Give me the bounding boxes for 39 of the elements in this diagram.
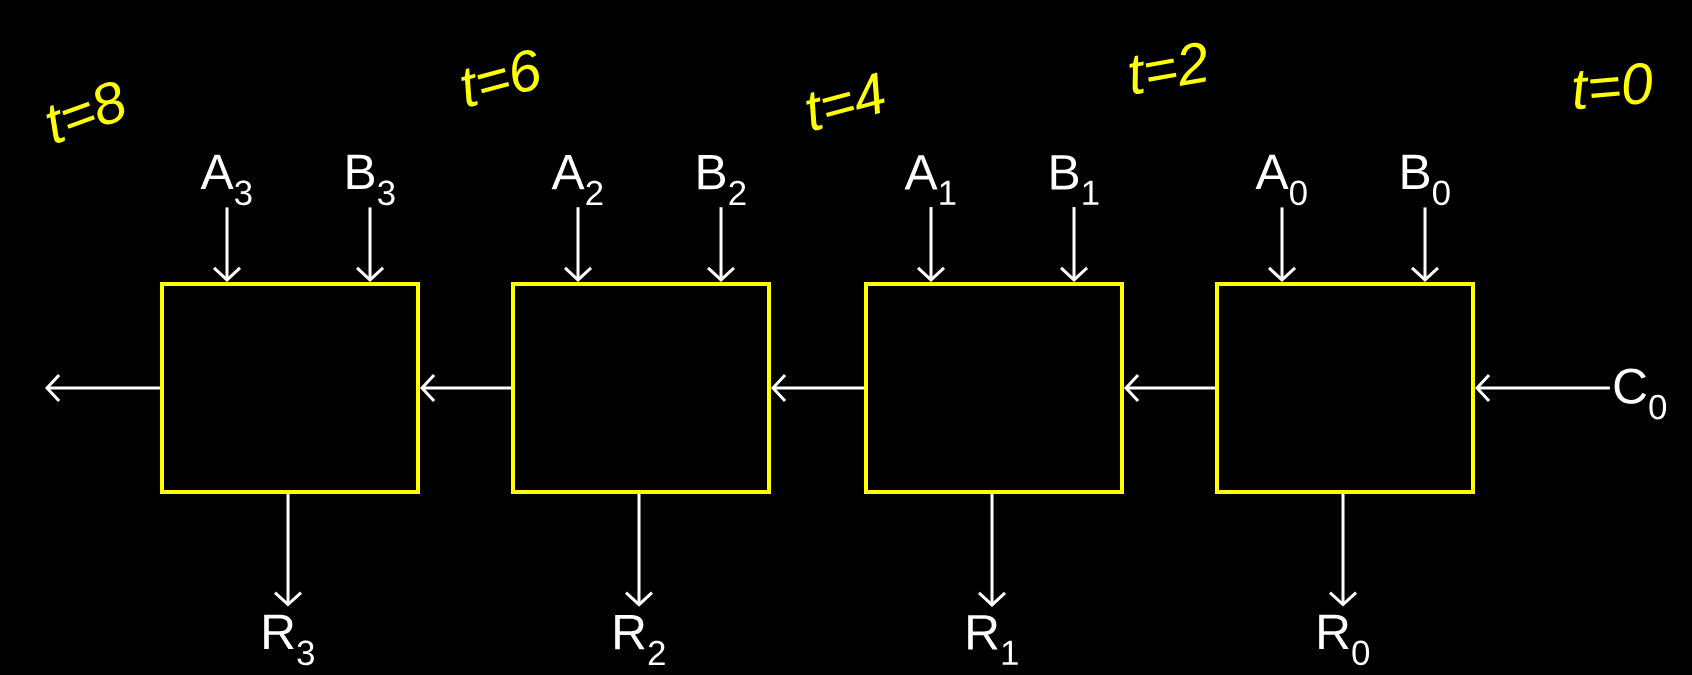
signal-label: R$_{2}$	[615, 614, 665, 666]
signal-label: A$_{1}$	[904, 155, 956, 205]
arrow	[45, 374, 160, 402]
signal-label: B$_{0}$	[1402, 154, 1450, 206]
adder-box	[864, 282, 1124, 494]
signal-label: B$_{2}$	[698, 154, 746, 206]
arrow	[1060, 207, 1089, 282]
signal-label: R$_{0}$	[1319, 614, 1370, 666]
arrow	[1475, 374, 1610, 402]
time-annotation: t=2	[1129, 42, 1206, 94]
arrow	[1124, 374, 1215, 402]
arrow	[274, 494, 303, 607]
time-annotation: t=8	[46, 81, 125, 143]
arrow	[1411, 207, 1440, 282]
arrow	[564, 207, 593, 282]
signal-label: A$_{0}$	[1255, 154, 1307, 206]
arrow	[917, 207, 946, 282]
signal-label: R$_{3}$	[264, 614, 314, 666]
arrow	[707, 207, 736, 282]
signal-label: A$_{3}$	[200, 154, 252, 206]
signal-label: A$_{2}$	[551, 154, 603, 206]
signal-label: B$_{1}$	[1051, 155, 1099, 205]
arrow	[420, 374, 511, 402]
arrow	[978, 494, 1007, 607]
arrow	[213, 207, 242, 282]
arrow	[1268, 207, 1297, 282]
arrow	[625, 494, 654, 607]
adder-box	[1215, 282, 1475, 494]
signal-label: B$_{3}$	[347, 154, 395, 206]
adder-box	[160, 282, 420, 494]
arrow	[356, 207, 385, 282]
arrow	[771, 374, 864, 402]
adder-box	[511, 282, 771, 494]
time-annotation: t=4	[806, 72, 885, 131]
time-annotation: t=6	[461, 49, 539, 107]
time-annotation: t=0	[1573, 63, 1652, 110]
signal-label: C$_{0}$	[1614, 368, 1667, 420]
arrow	[1329, 494, 1358, 607]
signal-label: R$_{1}$	[968, 615, 1018, 665]
